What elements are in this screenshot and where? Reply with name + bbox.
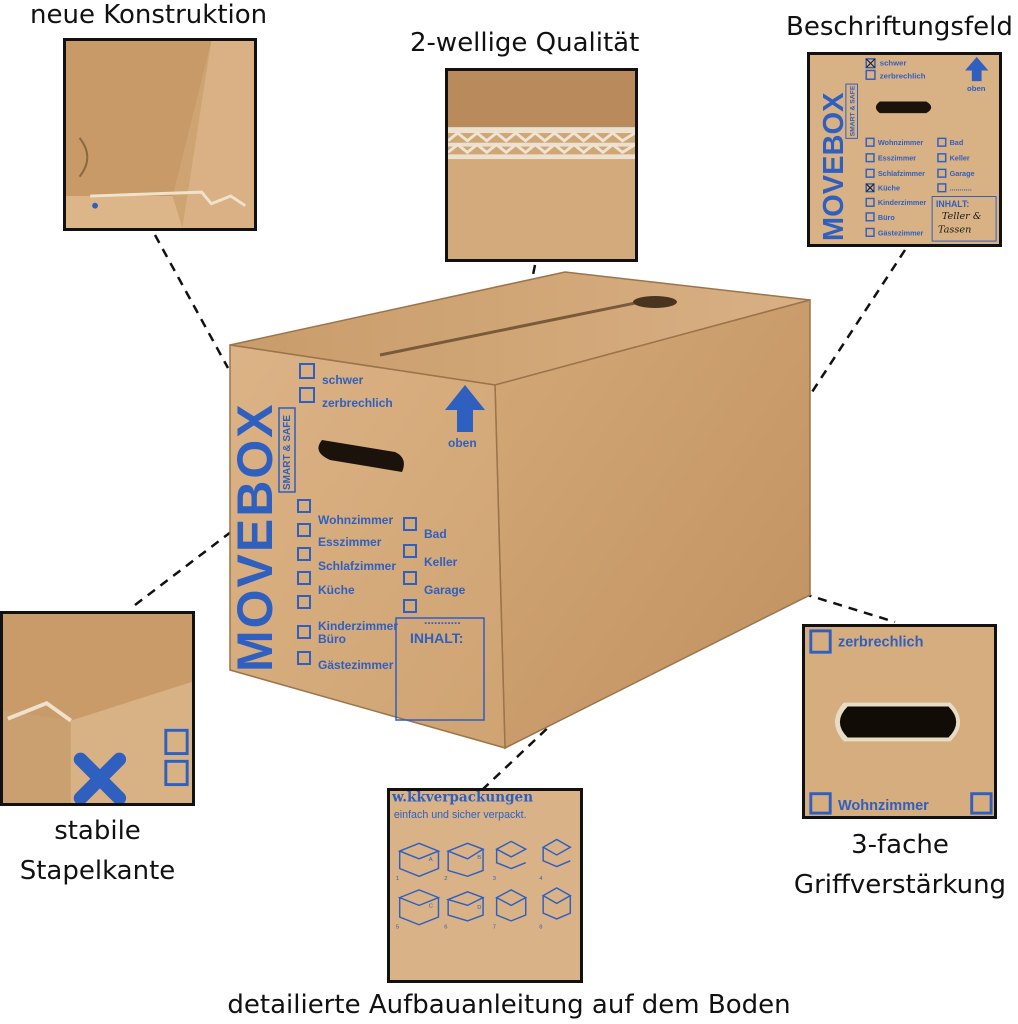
room-label: ........... bbox=[424, 613, 461, 627]
inset-room: Gästezimmer bbox=[878, 228, 924, 237]
inset-room: Wohnzimmer bbox=[878, 138, 924, 147]
top-handle-slot bbox=[633, 296, 677, 308]
caption-construction: neue Konstruktion bbox=[30, 0, 268, 30]
front-handle-hole bbox=[318, 440, 404, 472]
inset-room: Büro bbox=[878, 213, 895, 222]
room-label: Kinderzimmer bbox=[318, 619, 398, 633]
arrow-up-icon: oben bbox=[445, 385, 485, 450]
caption-handle-line1: 3-fache bbox=[851, 830, 949, 860]
handling-checkboxes: schwer zerbrechlich bbox=[299, 363, 393, 410]
step-number: 7 bbox=[493, 925, 496, 931]
room-label: Bad bbox=[424, 527, 447, 541]
instructions-url: w.kkverpackungen bbox=[391, 791, 533, 806]
step-number: 5 bbox=[396, 925, 399, 931]
inset-handle-hole bbox=[875, 101, 932, 114]
box-top-seam bbox=[379, 298, 651, 357]
inset-construction bbox=[63, 38, 257, 231]
box-tagline-frame bbox=[278, 407, 296, 493]
inset-brand: MOVEBOX bbox=[818, 92, 850, 241]
inset-arrow-label: oben bbox=[967, 84, 986, 93]
inset-label-field: MOVEBOX SMART & SAFE schwer zerbrechlich… bbox=[807, 52, 1002, 247]
step-number: 2 bbox=[444, 876, 447, 882]
handwritten-line2: Tassen bbox=[938, 224, 971, 235]
arrow-label: oben bbox=[448, 436, 477, 450]
connector-bottom bbox=[481, 687, 591, 791]
inset-assembly-instructions: w.kkverpackungen einfach und sicher verp… bbox=[387, 788, 583, 983]
inset-content-label: INHALT: bbox=[936, 199, 969, 209]
box-tagline: SMART & SAFE bbox=[282, 415, 293, 490]
caption-bottom: detailierte Aufbauanleitung auf dem Bode… bbox=[227, 990, 791, 1020]
inset-stacking-edge bbox=[0, 611, 195, 806]
room-label: Küche bbox=[318, 583, 355, 597]
handle-bottom-label: Wohnzimmer bbox=[838, 798, 929, 814]
step-number: 3 bbox=[493, 876, 496, 882]
handwritten-line1: Teller & bbox=[942, 211, 982, 222]
step-number: 8 bbox=[539, 925, 542, 931]
step-number: 6 bbox=[444, 925, 447, 931]
step-letter: A bbox=[429, 857, 433, 863]
step-number: 4 bbox=[539, 876, 543, 882]
step-letter: C bbox=[429, 903, 433, 909]
room-label: Wohnzimmer bbox=[318, 513, 393, 527]
caption-edge-line1: stabile bbox=[54, 816, 141, 846]
content-label: INHALT: bbox=[410, 630, 463, 646]
room-label: Büro bbox=[318, 632, 346, 646]
box-brand: MOVEBOX bbox=[227, 402, 283, 672]
inset-handle: zerbrechlich Wohnzimmer bbox=[802, 624, 997, 819]
inset-room: Garage bbox=[950, 169, 975, 178]
handling-label: zerbrechlich bbox=[322, 396, 393, 410]
room-list-right: Bad Keller Garage ........... bbox=[403, 517, 466, 627]
box-front bbox=[229, 344, 506, 750]
room-label: Esszimmer bbox=[318, 535, 382, 549]
inset-room: Esszimmer bbox=[878, 154, 916, 163]
step-number: 1 bbox=[396, 876, 399, 882]
inset-corrugated bbox=[445, 68, 638, 262]
inset-handling: zerbrechlich bbox=[880, 71, 926, 80]
caption-handle-line2: Griffverstärkung bbox=[793, 870, 1007, 900]
inset-room: ........... bbox=[950, 184, 972, 193]
room-label: Gästezimmer bbox=[318, 658, 394, 672]
checkbox bbox=[299, 387, 315, 403]
room-label: Schlafzimmer bbox=[318, 559, 396, 573]
caption-edge-line2: Stapelkante bbox=[19, 856, 176, 886]
caption-label-field: Beschriftungsfeld bbox=[786, 12, 1013, 42]
room-label: Keller bbox=[424, 555, 458, 569]
handle-top-label: zerbrechlich bbox=[838, 634, 924, 650]
room-label: Garage bbox=[424, 583, 466, 597]
inset-tagline: SMART & SAFE bbox=[850, 85, 857, 136]
caption-corrugated: 2-wellige Qualität bbox=[410, 28, 640, 58]
room-list-left: Wohnzimmer Esszimmer Schlafzimmer Küche … bbox=[297, 499, 398, 672]
checkbox bbox=[299, 363, 315, 379]
content-field bbox=[395, 617, 485, 721]
connector-label-field bbox=[810, 249, 907, 393]
inset-handling: schwer bbox=[880, 59, 907, 68]
inset-room: Küche bbox=[878, 184, 900, 193]
inset-room: Kinderzimmer bbox=[878, 198, 927, 207]
handling-label: schwer bbox=[322, 373, 364, 387]
inset-room: Schlafzimmer bbox=[878, 169, 925, 178]
instructions-slogan: einfach und sicher verpackt. bbox=[394, 809, 527, 821]
step-letter: B bbox=[477, 855, 481, 861]
inset-room: Bad bbox=[950, 138, 964, 147]
step-letter: D bbox=[477, 905, 481, 911]
inset-room: Keller bbox=[950, 154, 970, 163]
